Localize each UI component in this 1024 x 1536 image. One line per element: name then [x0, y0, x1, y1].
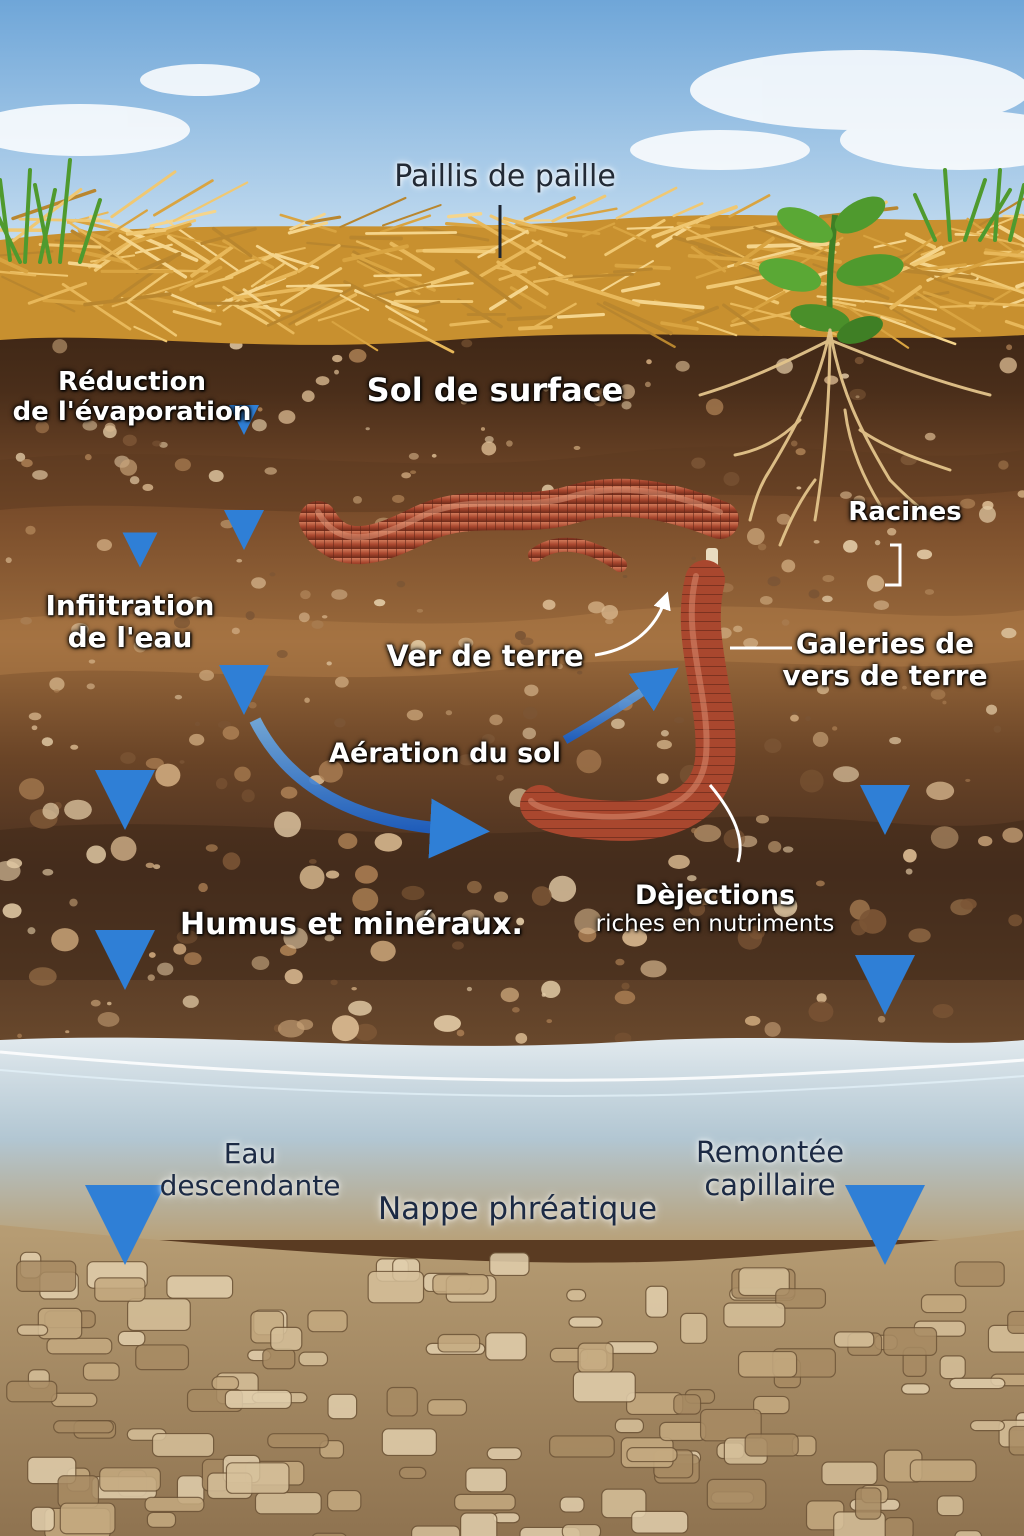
label-ver-de-terre: Ver de terre	[380, 639, 590, 673]
racines-text: Racines	[848, 497, 962, 527]
label-eau-descendante: Eau descendante	[150, 1137, 350, 1203]
dejections-line1: Dèjections	[634, 880, 796, 911]
label-paillis: Paillis de paille	[380, 159, 630, 195]
infiltration-line2: de l'eau	[67, 621, 193, 655]
plant-icon	[758, 196, 904, 344]
sol-surface-text: Sol de surface	[366, 371, 624, 409]
burrowing-earthworm-icon	[520, 560, 736, 841]
small-earthworm-icon	[528, 537, 627, 572]
galeries-line2: vers de terre	[782, 659, 988, 693]
label-racines: Racines	[840, 497, 970, 528]
label-sol-surface: Sol de surface	[360, 372, 630, 409]
ver-de-terre-text: Ver de terre	[386, 639, 584, 673]
label-nappe: Nappe phréatique	[365, 1191, 670, 1228]
reduction-line2: de l'évaporation	[12, 396, 252, 427]
rock-fragments	[6, 1251, 1024, 1536]
dejections-line2: riches en nutriments	[595, 911, 835, 938]
label-infiltration: Infiitration de l'eau	[30, 589, 230, 655]
label-reduction: Réduction de l'évaporation	[12, 367, 252, 428]
grass-icon	[0, 158, 1024, 264]
earthworm-icon	[299, 478, 739, 564]
water-arrows	[85, 375, 925, 1265]
soil-texture	[0, 446, 1024, 980]
label-aeration: Aération du sol	[325, 738, 565, 769]
remontee-line2: capillaire	[704, 1168, 836, 1203]
aeration-text: Aération du sol	[329, 738, 561, 769]
roots-icon	[698, 328, 992, 547]
eau-line2: descendante	[159, 1169, 341, 1203]
paillis-text: Paillis de paille	[394, 159, 616, 194]
label-dejections: Dèjections riches en nutriments	[570, 880, 860, 937]
label-humus: Humus et minéraux.	[180, 907, 523, 943]
remontee-line1: Remontée	[695, 1135, 845, 1169]
label-galeries: Galeries de vers de terre	[780, 627, 990, 693]
clouds	[0, 50, 1024, 170]
label-remontee: Remontée capillaire	[680, 1135, 860, 1203]
infiltration-line1: Infiitration	[45, 589, 215, 622]
galeries-line1: Galeries de	[795, 627, 975, 660]
pebbles	[0, 339, 1024, 1044]
leader-lines	[498, 205, 902, 863]
humus-text: Humus et minéraux.	[180, 907, 523, 942]
eau-line1: Eau	[223, 1137, 277, 1170]
reduction-line1: Réduction	[58, 367, 206, 397]
nappe-text: Nappe phréatique	[377, 1191, 658, 1227]
